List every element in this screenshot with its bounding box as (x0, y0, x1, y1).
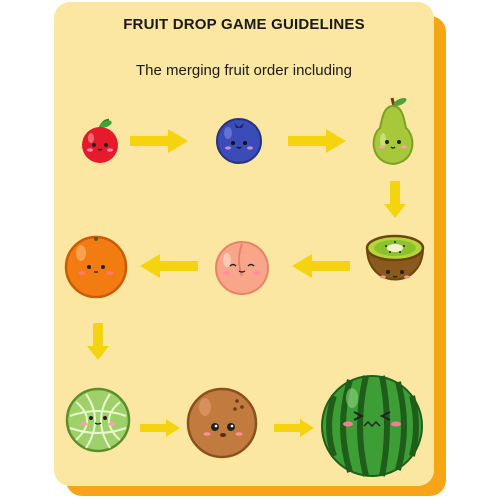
peach-icon (212, 236, 272, 296)
coconut-icon (185, 385, 259, 459)
arrow-right-icon (128, 128, 190, 154)
pear-icon (366, 94, 420, 168)
arrow-right-icon (138, 418, 182, 438)
cherry-icon (76, 118, 124, 166)
watermelon-icon (320, 374, 424, 478)
arrow-right-icon (272, 418, 316, 438)
arrow-right-icon (286, 128, 348, 154)
page-title: FRUIT DROP GAME GUIDELINES (123, 16, 365, 33)
subtitle: The merging fruit order including (136, 62, 352, 79)
orange-icon (63, 233, 129, 299)
melon-icon (64, 386, 132, 454)
arrow-left-icon (290, 252, 352, 280)
arrow-down-icon (383, 180, 407, 220)
arrow-down-icon (86, 322, 110, 362)
blueberry-icon (214, 115, 264, 165)
kiwi-icon (364, 232, 426, 294)
arrow-left-icon (138, 252, 200, 280)
